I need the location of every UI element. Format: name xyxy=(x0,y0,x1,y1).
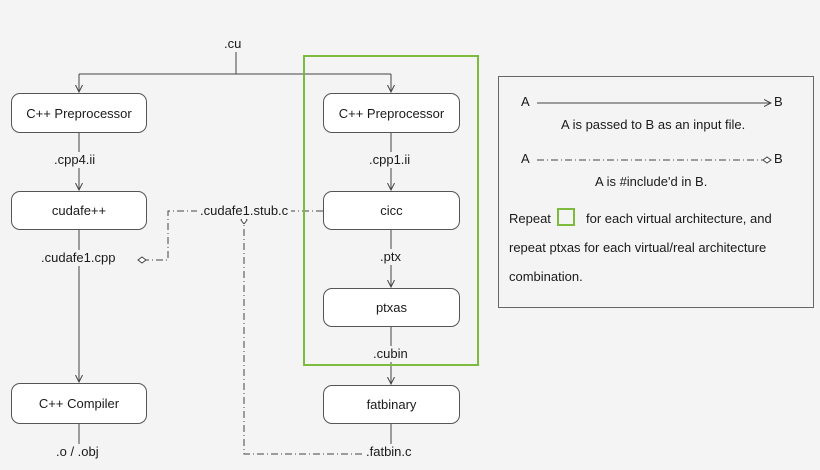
node-cpp-compiler[interactable]: C++ Compiler xyxy=(11,383,147,424)
label-cpp4-ii: .cpp4.ii xyxy=(51,152,99,168)
include-fatbin-to-stub xyxy=(244,216,362,455)
legend-b-include: B xyxy=(774,151,783,166)
legend-repeat-word: Repeat xyxy=(509,211,551,226)
legend-panel: A B A is passed to B as an input file. A… xyxy=(498,76,814,308)
legend-repeat-line3: combination. xyxy=(509,269,583,284)
label-cpp1-ii: .cpp1.ii xyxy=(366,152,414,168)
legend-include-desc: A is #include'd in B. xyxy=(595,174,708,189)
include-stub-to-cudafe1cpp xyxy=(138,210,198,260)
label-obj: .o / .obj xyxy=(53,444,102,460)
label-cu: .cu xyxy=(221,36,245,52)
label-cudafe1-stub-c: .cudafe1.stub.c xyxy=(197,203,292,219)
legend-repeat-swatch xyxy=(557,208,575,226)
node-ptxas[interactable]: ptxas xyxy=(323,288,460,327)
node-cicc[interactable]: cicc xyxy=(323,191,460,230)
legend-a-input: A xyxy=(521,94,530,109)
node-cpp-preprocessor-right[interactable]: C++ Preprocessor xyxy=(323,93,460,133)
repeat-region xyxy=(303,55,479,366)
legend-a-include: A xyxy=(521,151,530,166)
label-cubin: .cubin xyxy=(370,346,411,362)
node-cudafe[interactable]: cudafe++ xyxy=(11,191,147,230)
label-ptx: .ptx xyxy=(377,249,404,265)
node-fatbinary[interactable]: fatbinary xyxy=(323,385,460,424)
legend-repeat-line2: repeat ptxas for each virtual/real archi… xyxy=(509,240,767,255)
legend-input-desc: A is passed to B as an input file. xyxy=(561,117,746,132)
legend-repeat-line1: for each virtual architecture, and xyxy=(586,211,772,226)
node-cpp-preprocessor-left[interactable]: C++ Preprocessor xyxy=(11,93,147,133)
legend-arrows xyxy=(537,77,815,309)
legend-b-input: B xyxy=(774,94,783,109)
label-cudafe1-cpp: .cudafe1.cpp xyxy=(38,250,119,266)
label-fatbin-c: .fatbin.c xyxy=(363,444,415,460)
